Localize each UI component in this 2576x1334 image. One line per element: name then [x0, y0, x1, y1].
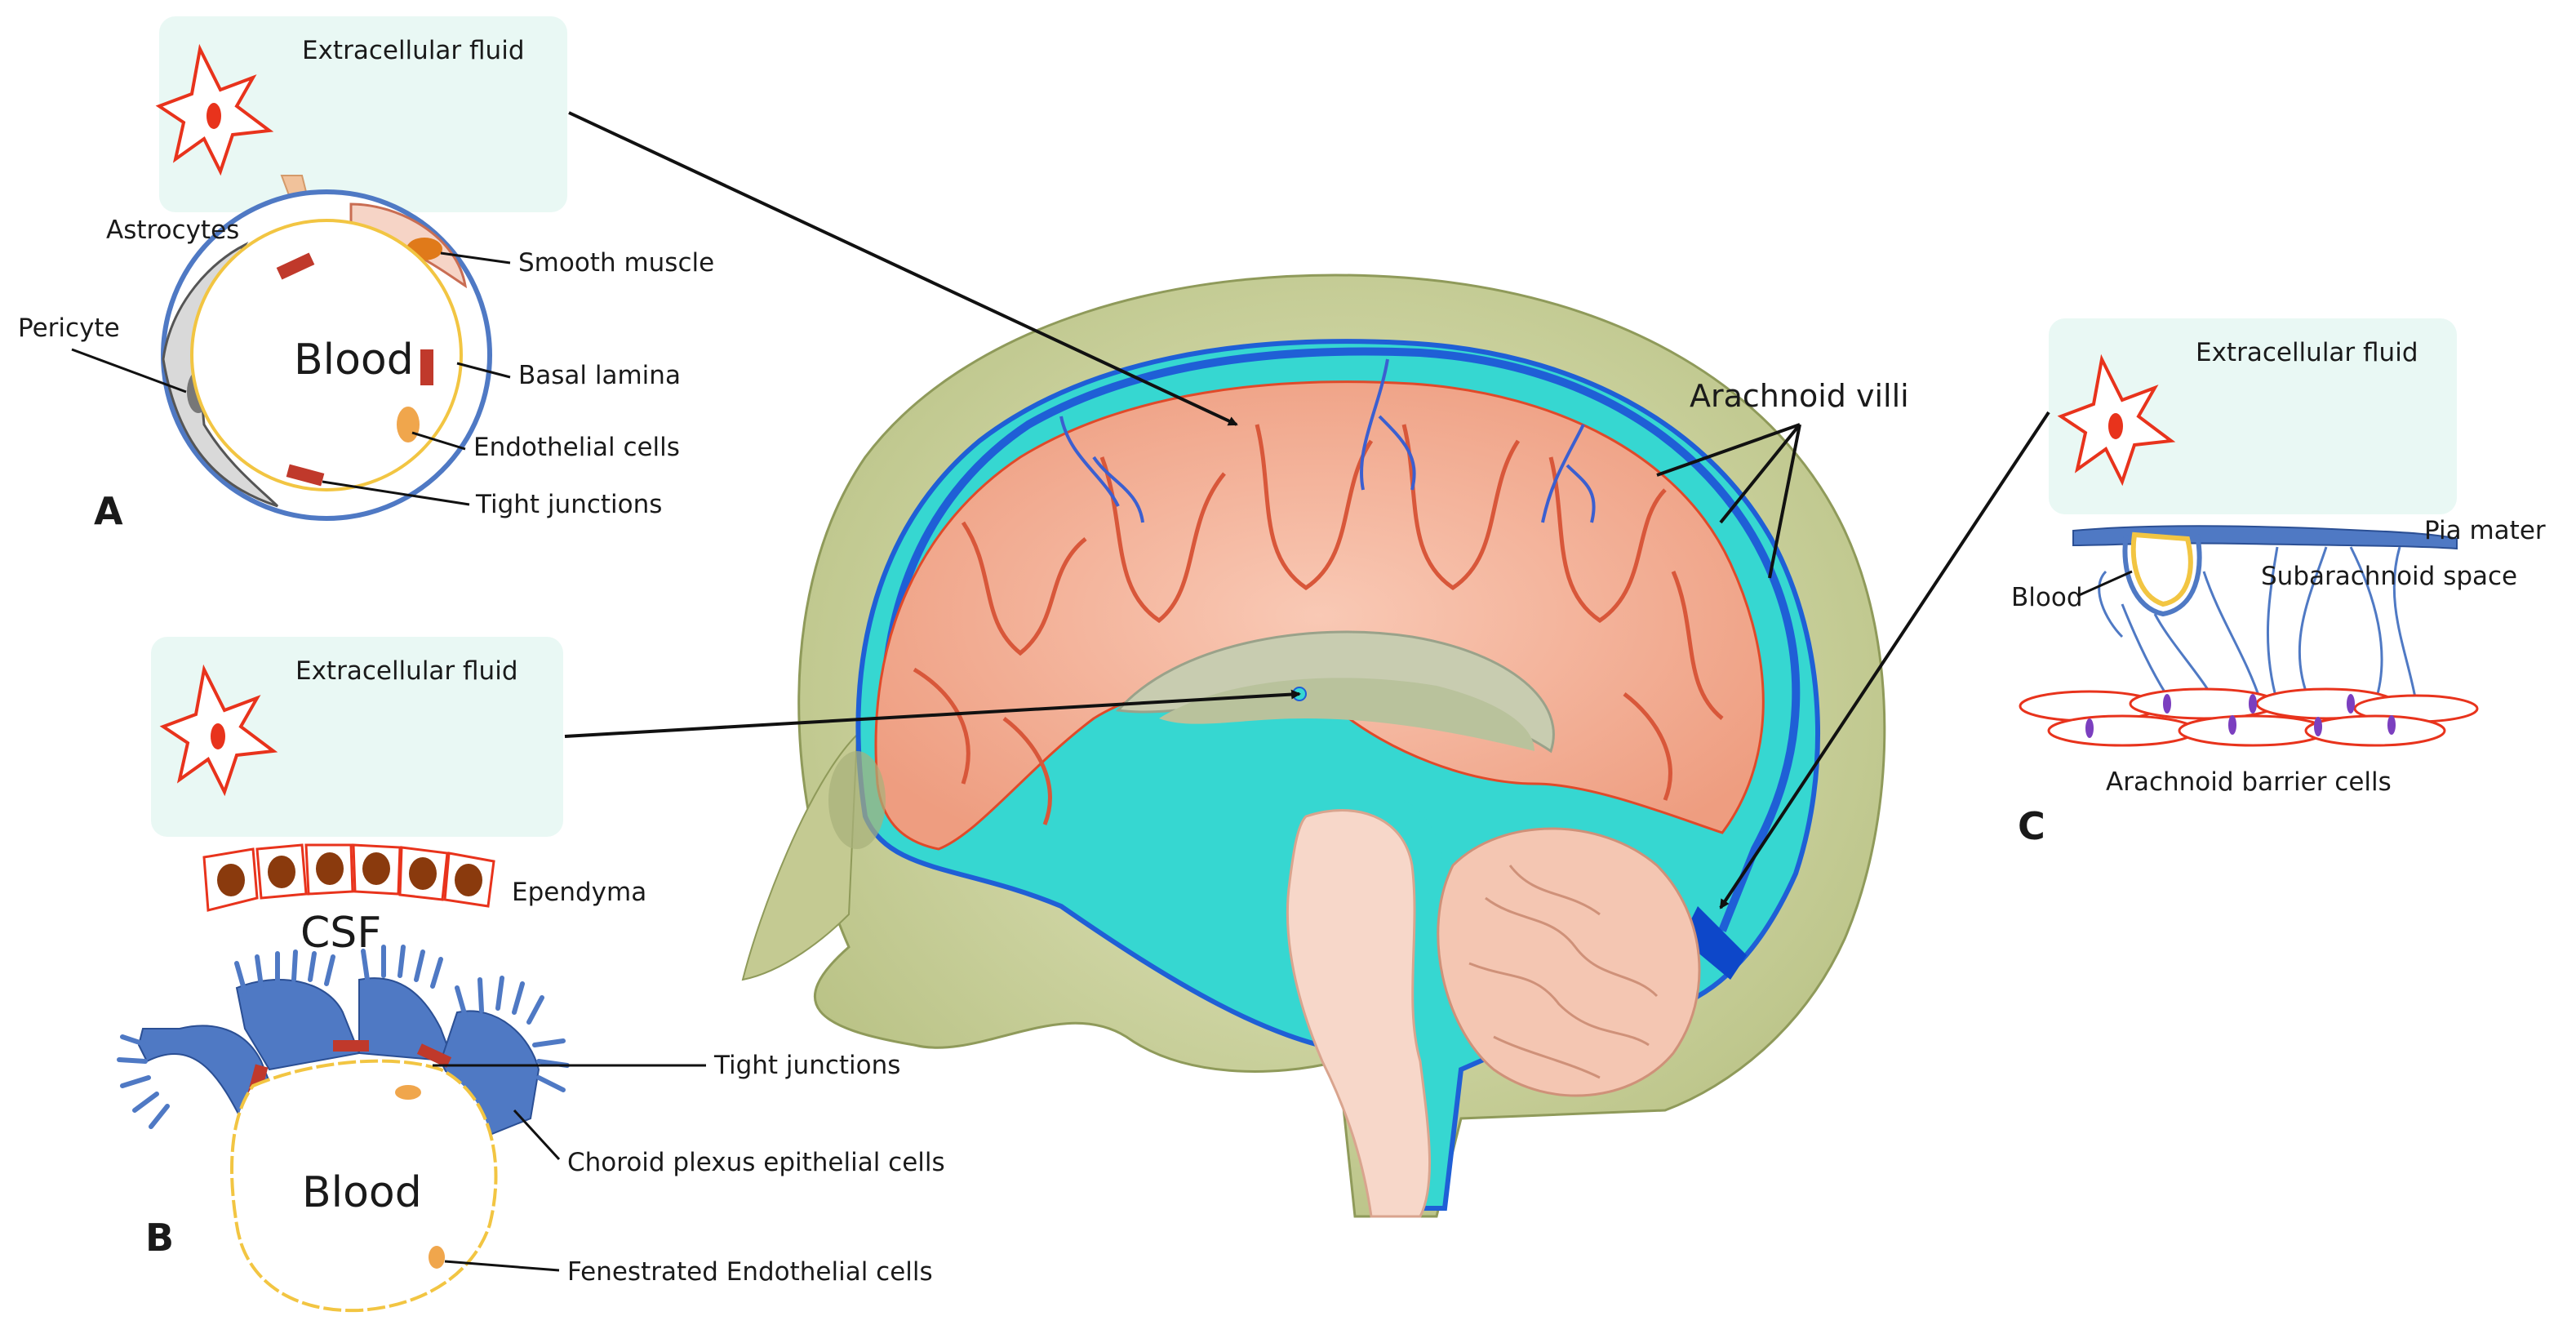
panel-c-blood-leader: [2076, 570, 2133, 598]
panel-a-endothelial-ring: [190, 219, 463, 491]
panel-a-astrocyte-nucleus: [207, 103, 221, 129]
panel-a-ecf-label: Extracellular fluid: [302, 36, 525, 65]
panel-a-tight-junctions-label: Tight junctions: [475, 490, 662, 519]
panel-c-callout-arrow: [1719, 411, 2050, 909]
frontal-protrusion: [741, 732, 859, 981]
confluence-of-sinuses: [1681, 906, 1747, 980]
arachnoid-villi-pointer-2: [1719, 423, 1801, 524]
panel-a-astrocytes-label: Astrocytes: [106, 216, 239, 245]
panel-c-blood-vessel: [2130, 531, 2193, 607]
panel-a-smooth-muscle-leader: [440, 251, 511, 265]
panel-a-blood-label: Blood: [294, 336, 414, 385]
panel-b-tight-junction-2: [333, 1040, 369, 1052]
arachnoid-villi-callout: Arachnoid villi: [1656, 378, 1909, 579]
panel-a-basal-lamina-leader: [456, 362, 511, 379]
panel-c-arachnoid-barrier-label: Arachnoid barrier cells: [2106, 767, 2392, 797]
panel-c-pia-mater: [2072, 525, 2458, 550]
panel-b-ependyma-nuclei: [217, 852, 482, 896]
panel-a-ecf-box: [159, 16, 567, 212]
panel-a-blood-brain-barrier: Extracellular fluid Blood Astrocytes Per…: [18, 16, 714, 533]
panel-a-endothelial-nucleus: [397, 407, 420, 442]
brain-sagittal-section: [741, 273, 1886, 1218]
cortical-veins: [1059, 358, 1596, 523]
panel-a-letter: A: [94, 489, 123, 533]
panel-a-tight-junction-1: [276, 252, 315, 280]
panel-a-callout-arrow: [568, 111, 1238, 426]
fourth-ventricle: [1404, 800, 1443, 906]
panel-c-letter: C: [2018, 804, 2045, 848]
panel-c-ecf-label: Extracellular fluid: [2196, 338, 2418, 367]
cerebellum-folia: [1468, 865, 1659, 1079]
panel-c-arachnoid-nuclei: [2085, 694, 2396, 738]
panel-b-microvilli: [117, 945, 570, 1129]
panel-a-endothelial-leader: [411, 431, 466, 451]
panel-a-pericyte-cell: [162, 242, 279, 508]
panel-b-choroid-label: Choroid plexus epithelial cells: [567, 1148, 945, 1177]
panel-c-astrocyte-nucleus: [2108, 413, 2123, 439]
panel-c-ecf-box: [2049, 318, 2457, 514]
panel-a-tight-junction-2: [420, 349, 433, 385]
panel-b-choroid-leader: [513, 1109, 561, 1161]
orbit: [828, 751, 886, 849]
panel-c-vessel-wall: [2122, 534, 2202, 617]
panel-b-callout-arrow: [564, 689, 1301, 738]
panel-b-astrocyte-nucleus: [211, 723, 225, 749]
panel-b-blood-csf-barrier: Extracellular fluid Ependyma CSF: [117, 637, 945, 1313]
cerebellum: [1437, 827, 1701, 1097]
panel-b-endothelial-nucleus-2: [429, 1246, 445, 1269]
panel-b-endothelial-nucleus-1: [395, 1085, 421, 1100]
panel-b-tight-junction-3: [416, 1043, 452, 1068]
panel-b-ependyma-cells: [202, 843, 495, 912]
panel-a-smooth-muscle-label: Smooth muscle: [518, 248, 714, 278]
arachnoid-villi-pointer-1: [1656, 423, 1801, 477]
panel-c-subarachnoid-label: Subarachnoid space: [2261, 562, 2517, 591]
panel-b-tight-junctions-label: Tight junctions: [713, 1051, 900, 1080]
panel-c-blood-label: Blood: [2011, 583, 2083, 612]
panel-b-fenestrated-capillary: [230, 1059, 498, 1313]
panel-a-tight-junction-leader: [322, 480, 470, 506]
panel-a-pericyte-leader: [71, 348, 187, 394]
panel-b-fenestrated-label: Fenestrated Endothelial cells: [567, 1257, 933, 1287]
superior-sagittal-sinus: [879, 347, 1801, 932]
panel-b-ependyma-label: Ependyma: [512, 878, 646, 907]
panel-a-tight-junction-3: [286, 464, 325, 487]
brainstem: [1286, 809, 1432, 1218]
panel-b-fenestrated-leader: [444, 1260, 560, 1272]
panel-a-endothelial-label: Endothelial cells: [473, 433, 680, 462]
arachnoid-villi-pointer-3: [1768, 424, 1801, 579]
arachnoid-villi-label: Arachnoid villi: [1690, 378, 1909, 414]
panel-a-basal-lamina-label: Basal lamina: [518, 361, 681, 390]
panel-b-ecf-label: Extracellular fluid: [295, 656, 518, 686]
panel-b-csf-label: CSF: [300, 909, 381, 958]
panel-a-pericyte-label: Pericyte: [18, 313, 120, 343]
panel-c-arachnoid-barrier: Extracellular fluid: [2011, 318, 2546, 848]
panel-b-letter: B: [145, 1216, 174, 1260]
panel-b-ecf-box: [151, 637, 563, 837]
panel-c-pia-label: Pia mater: [2424, 516, 2546, 545]
panel-b-blood-label: Blood: [302, 1168, 422, 1217]
